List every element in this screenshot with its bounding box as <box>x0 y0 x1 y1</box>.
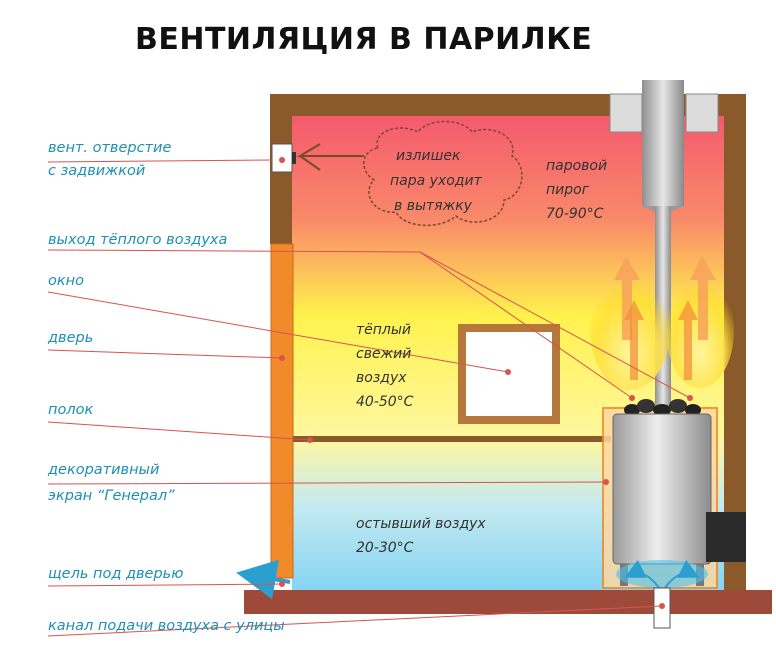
zone-cool-1: остывший воздух <box>356 516 486 532</box>
insulation-left <box>609 93 643 133</box>
label-door-gap: щель под дверью <box>48 566 183 582</box>
label-vent-line1: вент. отверстие <box>48 140 171 156</box>
label-screen-line1: декоративный <box>47 462 159 478</box>
stones <box>624 399 701 416</box>
zone-steam-excess-2: пара уходит <box>390 173 483 189</box>
door-gap-arrow-icon <box>236 559 291 600</box>
floor <box>244 590 772 614</box>
steam-callout <box>363 120 523 227</box>
hot-air-arrow-icon <box>614 256 640 340</box>
label-shelf: полок <box>48 402 93 418</box>
zone-warm-1: тёплый <box>356 322 411 338</box>
zone-steam-cake-1: паровой <box>546 158 607 174</box>
hot-air-arrow-icon <box>690 256 716 340</box>
steam-exit-arrow-icon <box>296 143 364 171</box>
stove <box>612 413 712 565</box>
label-door: дверь <box>47 330 93 346</box>
zone-warm-2: свежий <box>356 346 411 362</box>
label-intake: канал подачи воздуха с улицы <box>48 618 285 634</box>
label-screen-line2: экран “Генерал” <box>48 488 175 504</box>
chimney-pipe <box>642 80 684 206</box>
insulation-right <box>685 93 719 133</box>
label-vent-line2: с задвижкой <box>48 163 145 179</box>
label-warm-exit: выход тёплого воздуха <box>48 232 227 248</box>
zone-steam-excess-3: в вытяжку <box>394 198 473 214</box>
label-window: окно <box>48 273 84 289</box>
page-title: ВЕНТИЛЯЦИЯ В ПАРИЛКЕ <box>135 22 593 57</box>
zone-cool-2: 20-30°C <box>356 540 414 556</box>
zone-steam-cake-3: 70-90°C <box>546 206 604 222</box>
zone-warm-4: 40-50°C <box>356 394 414 410</box>
zone-steam-cake-2: пирог <box>546 182 590 198</box>
right-wall <box>724 94 746 590</box>
zone-steam-excess-1: излишек <box>396 148 461 164</box>
zone-warm-3: воздух <box>356 370 407 386</box>
door <box>270 243 294 579</box>
shelf <box>293 436 611 442</box>
stove-firebox <box>706 512 746 562</box>
